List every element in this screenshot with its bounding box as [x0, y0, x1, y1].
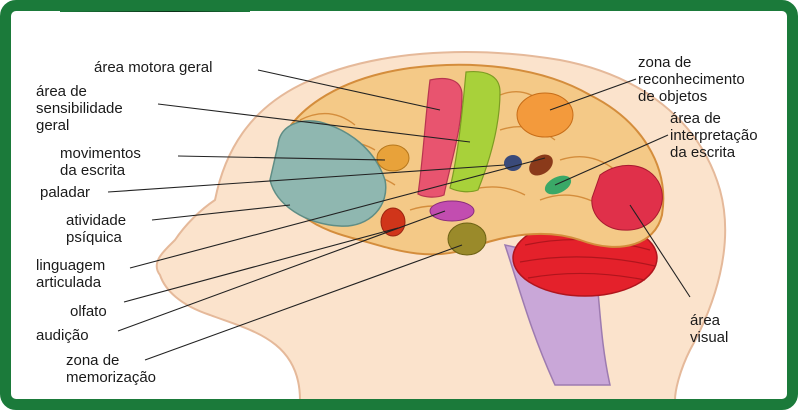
frame-top-accent — [60, 0, 250, 12]
label-visual-2: visual — [690, 329, 728, 346]
label-paladar: paladar — [40, 184, 90, 201]
label-reconhecimento-3: de objetos — [638, 88, 707, 105]
label-memorizacao-2: memorização — [66, 369, 156, 386]
label-area-sensibilidade-3: geral — [36, 117, 69, 134]
label-atividade-2: psíquica — [66, 229, 122, 246]
label-linguagem-2: articulada — [36, 274, 101, 291]
label-area-motora-geral: área motora geral — [94, 59, 212, 76]
label-movimentos-2: da escrita — [60, 162, 125, 179]
label-interpretacao-3: da escrita — [670, 144, 735, 161]
memorization-area — [448, 223, 486, 255]
label-atividade-1: atividade — [66, 212, 126, 229]
label-interpretacao-1: área de — [670, 110, 721, 127]
label-memorizacao-1: zona de — [66, 352, 119, 369]
label-reconhecimento-2: reconhecimento — [638, 71, 745, 88]
label-linguagem-1: linguagem — [36, 257, 105, 274]
visual-area — [592, 165, 663, 230]
label-audicao: audição — [36, 327, 89, 344]
label-movimentos-1: movimentos — [60, 145, 141, 162]
label-reconhecimento-1: zona de — [638, 54, 691, 71]
label-olfato: olfato — [70, 303, 107, 320]
label-interpretacao-2: interpretação — [670, 127, 758, 144]
object-recognition-area — [517, 93, 573, 137]
writing-movements-area — [377, 145, 409, 171]
label-area-sensibilidade-1: área de — [36, 83, 87, 100]
label-visual-1: área — [690, 312, 720, 329]
label-area-sensibilidade-2: sensibilidade — [36, 100, 123, 117]
hearing-area — [430, 201, 474, 221]
